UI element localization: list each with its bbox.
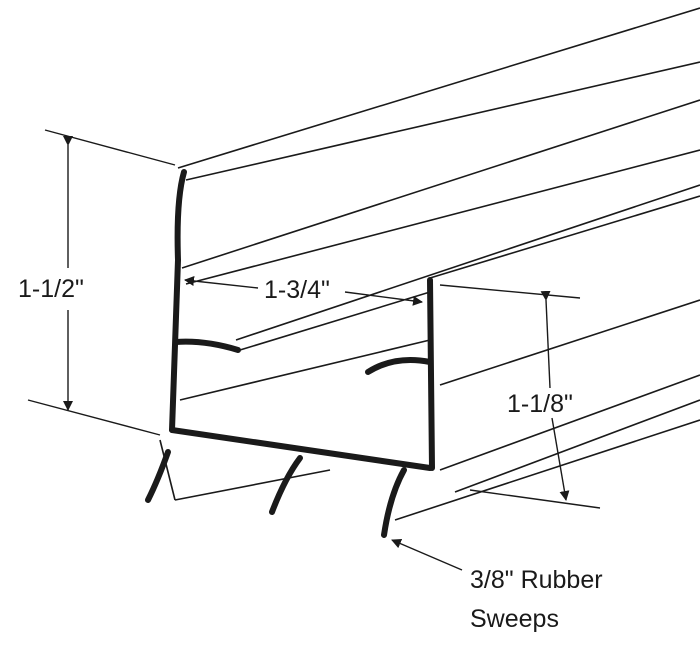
label-sweeps-line2: Sweeps — [470, 605, 559, 633]
extrusion-lines — [159, 7, 700, 521]
label-sweeps-line1: 3/8" Rubber — [470, 566, 603, 594]
label-inner-height: 1-1/8" — [507, 390, 573, 418]
label-overall-height: 1-1/2" — [18, 275, 84, 303]
rubber-profile — [145, 169, 435, 538]
dimension-lines — [27, 129, 601, 571]
label-width: 1-3/4" — [264, 276, 330, 304]
